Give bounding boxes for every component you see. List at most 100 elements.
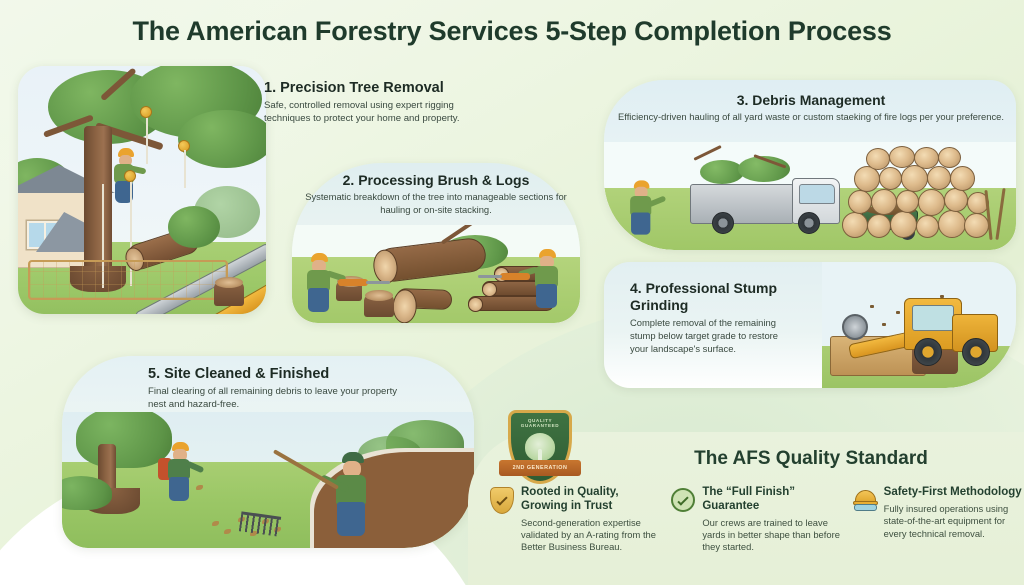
stack-log: [964, 213, 989, 238]
pulley-upper: [140, 106, 152, 118]
dump-truck: [690, 144, 840, 236]
tree-canopy-left: [76, 412, 172, 468]
quality-standard-title: The AFS Quality Standard: [694, 448, 928, 469]
worker-helmet: [539, 249, 556, 258]
quality-item-desc: Our crews are trained to leave yards in …: [702, 516, 840, 553]
chainsaw-icon: [338, 279, 390, 286]
grinder-cutting-wheel: [842, 314, 868, 340]
helmet-shape: [852, 490, 878, 511]
wood-chip: [896, 311, 900, 314]
leaf-debris: [250, 531, 257, 536]
tree-trunk: [70, 126, 126, 292]
step-4-text: 4. Professional Stump Grinding Complete …: [630, 280, 780, 355]
crane-line: [184, 150, 186, 188]
step-5-title: 5. Site Cleaned & Finished: [148, 366, 330, 382]
step-3-text: 3. Debris Management Efficiency-driven h…: [612, 92, 1010, 124]
stack-log: [938, 147, 961, 168]
rigging-rope-upper: [146, 110, 148, 164]
pile-log: [468, 296, 554, 312]
quality-item-full-finish: The “Full Finish” Guarantee Our crews ar…: [671, 486, 842, 554]
page-title: The American Forestry Services 5-Step Co…: [132, 16, 892, 46]
worker-head: [173, 449, 187, 461]
badge-arc-text: QUALITY GUARANTEED: [520, 418, 560, 428]
step-5-illustration: [62, 356, 474, 548]
quality-item-heading: The “Full Finish” Guarantee: [702, 486, 795, 512]
stack-log: [871, 189, 897, 215]
truck-wheel: [798, 212, 820, 234]
stack-log: [867, 214, 891, 238]
stack-log: [944, 188, 968, 212]
gold-shield-check-icon: [490, 487, 514, 514]
worker-leaf-blower: [158, 442, 205, 504]
stack-log: [854, 166, 880, 192]
step-2-illustration: [292, 163, 580, 323]
stack-log: [842, 212, 868, 238]
worker-helmet: [311, 253, 328, 262]
quality-items-row: Rooted in Quality, Growing in Trust Seco…: [490, 486, 1024, 554]
scene-debris-management: [604, 142, 1016, 250]
worker-body: [307, 270, 330, 291]
worker-legs: [631, 212, 651, 235]
cut-log-section: [395, 288, 453, 310]
step-4-desc: Complete removal of the remaining stump …: [630, 317, 778, 354]
step-3-desc: Efficiency-driven hauling of all yard wa…: [618, 111, 1004, 122]
log-stack-wall: [842, 146, 994, 238]
quality-item-rooted-in-quality: Rooted in Quality, Growing in Trust Seco…: [490, 486, 661, 554]
worker-body: [535, 266, 558, 287]
quality-item-desc: Fully insured operations using state-of-…: [883, 502, 1009, 539]
worker-legs: [308, 288, 329, 312]
pulley-lower: [124, 170, 136, 182]
worker-head: [312, 260, 326, 272]
rigging-rope-trunk: [102, 184, 104, 288]
hard-hat-goggles-icon: [852, 487, 878, 514]
stack-log: [866, 148, 890, 170]
scene-processing-brush-logs: [292, 225, 580, 323]
wood-chip: [882, 323, 886, 326]
step-1-title: 1. Precision Tree Removal: [264, 80, 444, 96]
grinder-wheel: [962, 338, 990, 366]
stump-grinder-machine: [842, 292, 998, 366]
stack-log: [927, 166, 951, 190]
step-1-text: 1. Precision Tree Removal Safe, controll…: [264, 80, 496, 126]
stump-medium: [364, 290, 394, 317]
brush-clump: [700, 160, 744, 184]
quality-item-text: Safety-First Methodology Fully insured o…: [884, 486, 1024, 554]
step-5-desc: Final clearing of all remaining debris t…: [148, 386, 398, 410]
wood-chip: [870, 305, 874, 308]
climber-helmet: [118, 148, 134, 157]
stack-log: [889, 146, 915, 168]
truck-bed: [690, 184, 794, 224]
worker-head: [343, 461, 361, 477]
quality-item-text: Rooted in Quality, Growing in Trust Seco…: [521, 486, 661, 554]
worker-helmet: [172, 442, 189, 451]
climber-legs: [115, 181, 133, 203]
stack-log: [890, 211, 917, 238]
badge-ribbon-text: 2ND GENERATION: [499, 460, 581, 476]
stack-log: [950, 166, 975, 191]
scene-site-cleaned: [62, 412, 474, 548]
step-5-text: 5. Site Cleaned & Finished Final clearin…: [148, 366, 398, 412]
truck-cab: [792, 178, 840, 224]
quality-standard-band: QUALITY GUARANTEED 2ND GENERATION The AF…: [468, 410, 1024, 585]
shrub-left: [62, 476, 112, 510]
stack-log: [848, 190, 872, 214]
old-stump: [214, 277, 244, 306]
green-circle-check-icon: [671, 487, 696, 514]
step-1-illustration: [18, 66, 266, 314]
quality-item-heading: Safety-First Methodology: [883, 486, 1022, 498]
worker-head: [540, 256, 554, 268]
shield-shape: [490, 487, 514, 514]
quality-item-heading: Rooted in Quality, Growing in Trust: [521, 486, 619, 512]
leaf-debris: [212, 521, 219, 526]
step-2-text: 2. Processing Brush & Logs Systematic br…: [296, 172, 576, 216]
step-1-desc: Safe, controlled removal using expert ri…: [264, 100, 460, 124]
stack-log: [901, 165, 928, 192]
stack-log: [896, 190, 919, 213]
quality-item-safety-first: Safety-First Methodology Fully insured o…: [852, 486, 1024, 554]
worker-helmet: [633, 180, 650, 189]
worker-legs: [169, 477, 189, 501]
step-3-illustration: [604, 80, 1016, 250]
step-4-title: 4. Professional Stump Grinding: [630, 280, 778, 313]
rigging-rope-lower: [130, 178, 132, 286]
